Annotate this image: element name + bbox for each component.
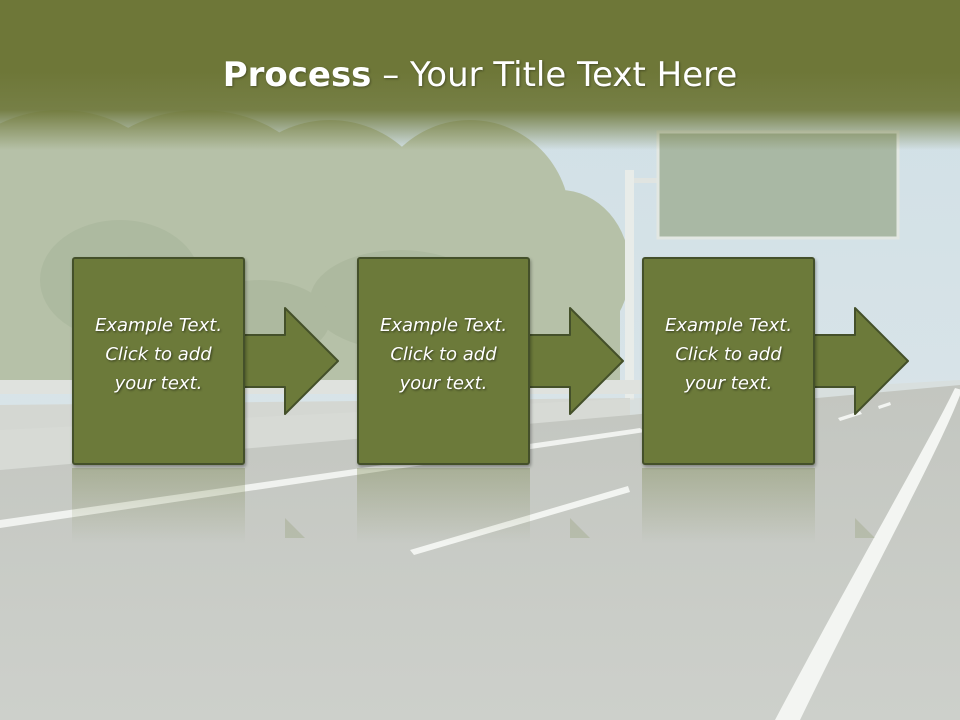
right-arrow-icon bbox=[809, 307, 909, 415]
box-reflection bbox=[72, 468, 245, 543]
title-bold: Process bbox=[222, 55, 372, 95]
title-rest: – Your Title Text Here bbox=[371, 55, 738, 95]
step-text[interactable]: Example Text. Click to add your text. bbox=[664, 315, 793, 394]
box-reflection bbox=[357, 468, 530, 543]
step-text[interactable]: Example Text. Click to add your text. bbox=[379, 315, 508, 394]
process-step-1[interactable]: Example Text. Click to add your text. bbox=[72, 257, 245, 465]
step-text[interactable]: Example Text. Click to add your text. bbox=[94, 315, 223, 394]
sign-pole bbox=[625, 170, 634, 400]
right-arrow-icon bbox=[239, 307, 339, 415]
box-reflection bbox=[642, 468, 815, 543]
title-bar bbox=[0, 0, 960, 150]
right-arrow-icon bbox=[524, 307, 624, 415]
process-step-3[interactable]: Example Text. Click to add your text. bbox=[642, 257, 815, 465]
slide-title[interactable]: Process – Your Title Text Here bbox=[0, 52, 960, 98]
process-step-2[interactable]: Example Text. Click to add your text. bbox=[357, 257, 530, 465]
